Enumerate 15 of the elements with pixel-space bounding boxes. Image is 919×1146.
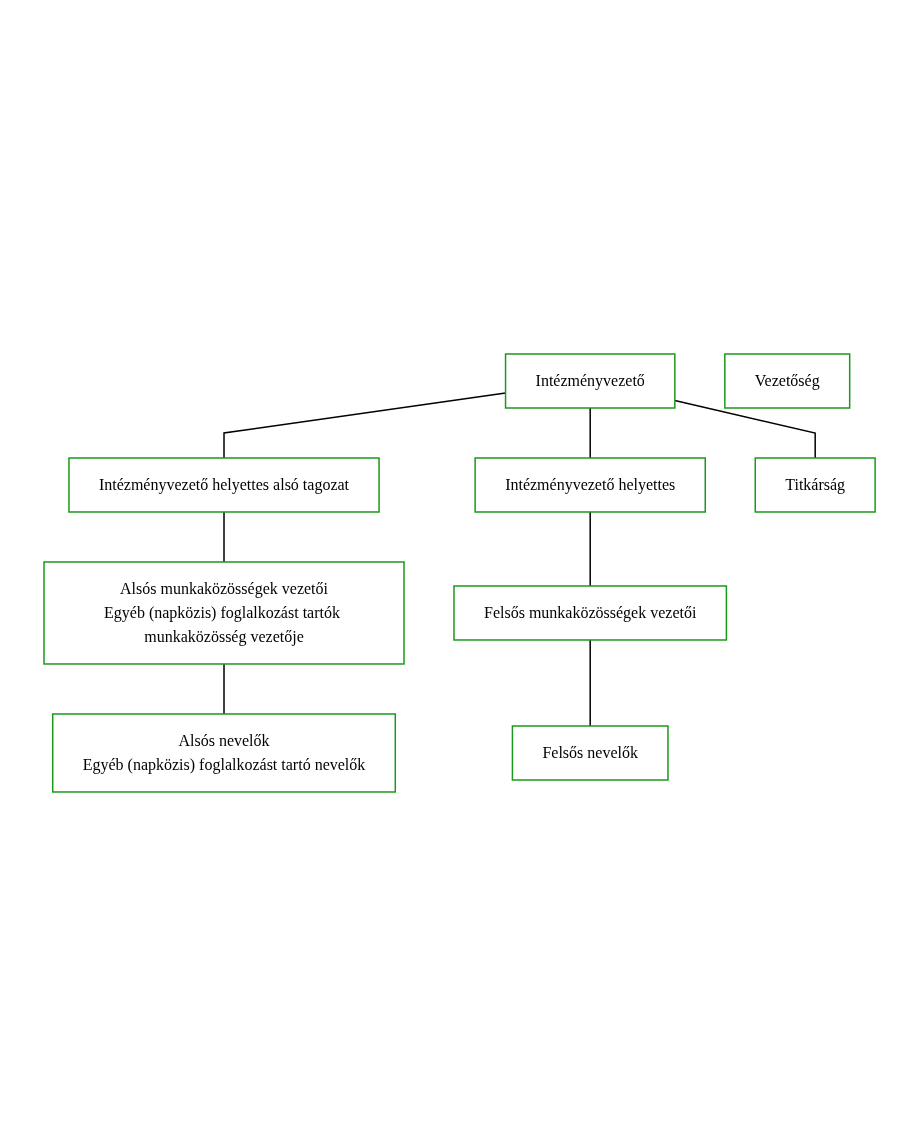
node-box: Titkárság bbox=[754, 457, 876, 513]
connector bbox=[223, 511, 225, 563]
node-box: Intézményvezető helyettes alsó tagozat bbox=[68, 457, 380, 513]
node-box: Vezetőség bbox=[724, 353, 851, 409]
connector bbox=[589, 511, 591, 587]
connector bbox=[674, 399, 816, 459]
node-box: Alsós munkaközösségek vezetői Egyéb (napközis) foglalkozást tartók munkaközösség vezetője bbox=[43, 561, 405, 665]
node-box: Alsós nevelők Egyéb (napközis) foglalkozást tartó nevelők bbox=[51, 713, 396, 793]
node-box: Felsős nevelők bbox=[511, 725, 669, 781]
node-box: Intézményvezető helyettes bbox=[474, 457, 706, 513]
connector bbox=[223, 663, 225, 715]
node-box: Intézményvezető bbox=[504, 353, 676, 409]
node-box: Felsős munkaközösségek vezetői bbox=[453, 585, 728, 641]
connector bbox=[589, 639, 591, 727]
connector bbox=[589, 407, 591, 459]
